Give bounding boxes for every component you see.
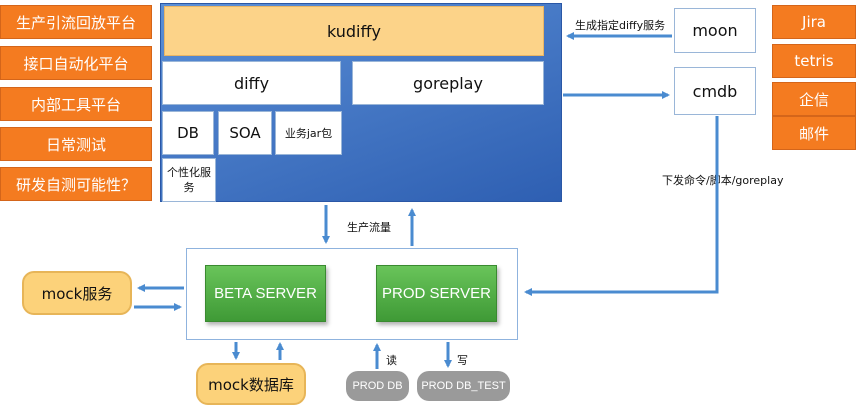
business-jar-box: 业务jar包 xyxy=(275,111,342,155)
right-item-qixin: 企信 xyxy=(772,82,856,116)
left-item-traffic-replay: 生产引流回放平台 xyxy=(0,5,152,39)
cmdb-box: cmdb xyxy=(674,67,756,115)
mock-service-box: mock服务 xyxy=(22,271,132,315)
label-write: 写 xyxy=(457,354,468,367)
goreplay-box: goreplay xyxy=(352,61,544,105)
prod-server-box: PROD SERVER xyxy=(376,265,497,322)
diffy-box: diffy xyxy=(162,61,341,105)
soa-box: SOA xyxy=(218,111,272,155)
left-item-api-automation: 接口自动化平台 xyxy=(0,46,152,80)
right-item-jira: Jira xyxy=(772,5,856,39)
right-notify-list: Jira tetris 企信 邮件 xyxy=(772,0,857,150)
prod-db-test-box: PROD DB_TEST xyxy=(417,371,510,401)
left-platform-list: 生产引流回放平台 接口自动化平台 内部工具平台 日常测试 研发自测可能性？ xyxy=(0,0,155,205)
label-read: 读 xyxy=(386,354,397,367)
beta-server-box: BETA SERVER xyxy=(205,265,326,322)
kudiffy-box: kudiffy xyxy=(164,6,544,56)
left-item-internal-tools: 内部工具平台 xyxy=(0,87,152,121)
label-cmdb-command: 下发命令/脚本/goreplay xyxy=(662,174,784,187)
db-box: DB xyxy=(162,111,214,155)
left-item-dev-selftest: 研发自测可能性？ xyxy=(0,167,152,201)
prod-db-box: PROD DB xyxy=(346,371,409,401)
personalized-service-box: 个性化服务 xyxy=(162,158,216,202)
label-generate-diffy: 生成指定diffy服务 xyxy=(575,19,666,32)
left-item-daily-test: 日常测试 xyxy=(0,127,152,161)
right-item-tetris: tetris xyxy=(772,44,856,78)
moon-box: moon xyxy=(674,8,756,53)
right-item-email: 邮件 xyxy=(772,116,856,150)
mock-db-box: mock数据库 xyxy=(196,363,306,405)
label-prod-traffic: 生产流量 xyxy=(347,221,391,234)
